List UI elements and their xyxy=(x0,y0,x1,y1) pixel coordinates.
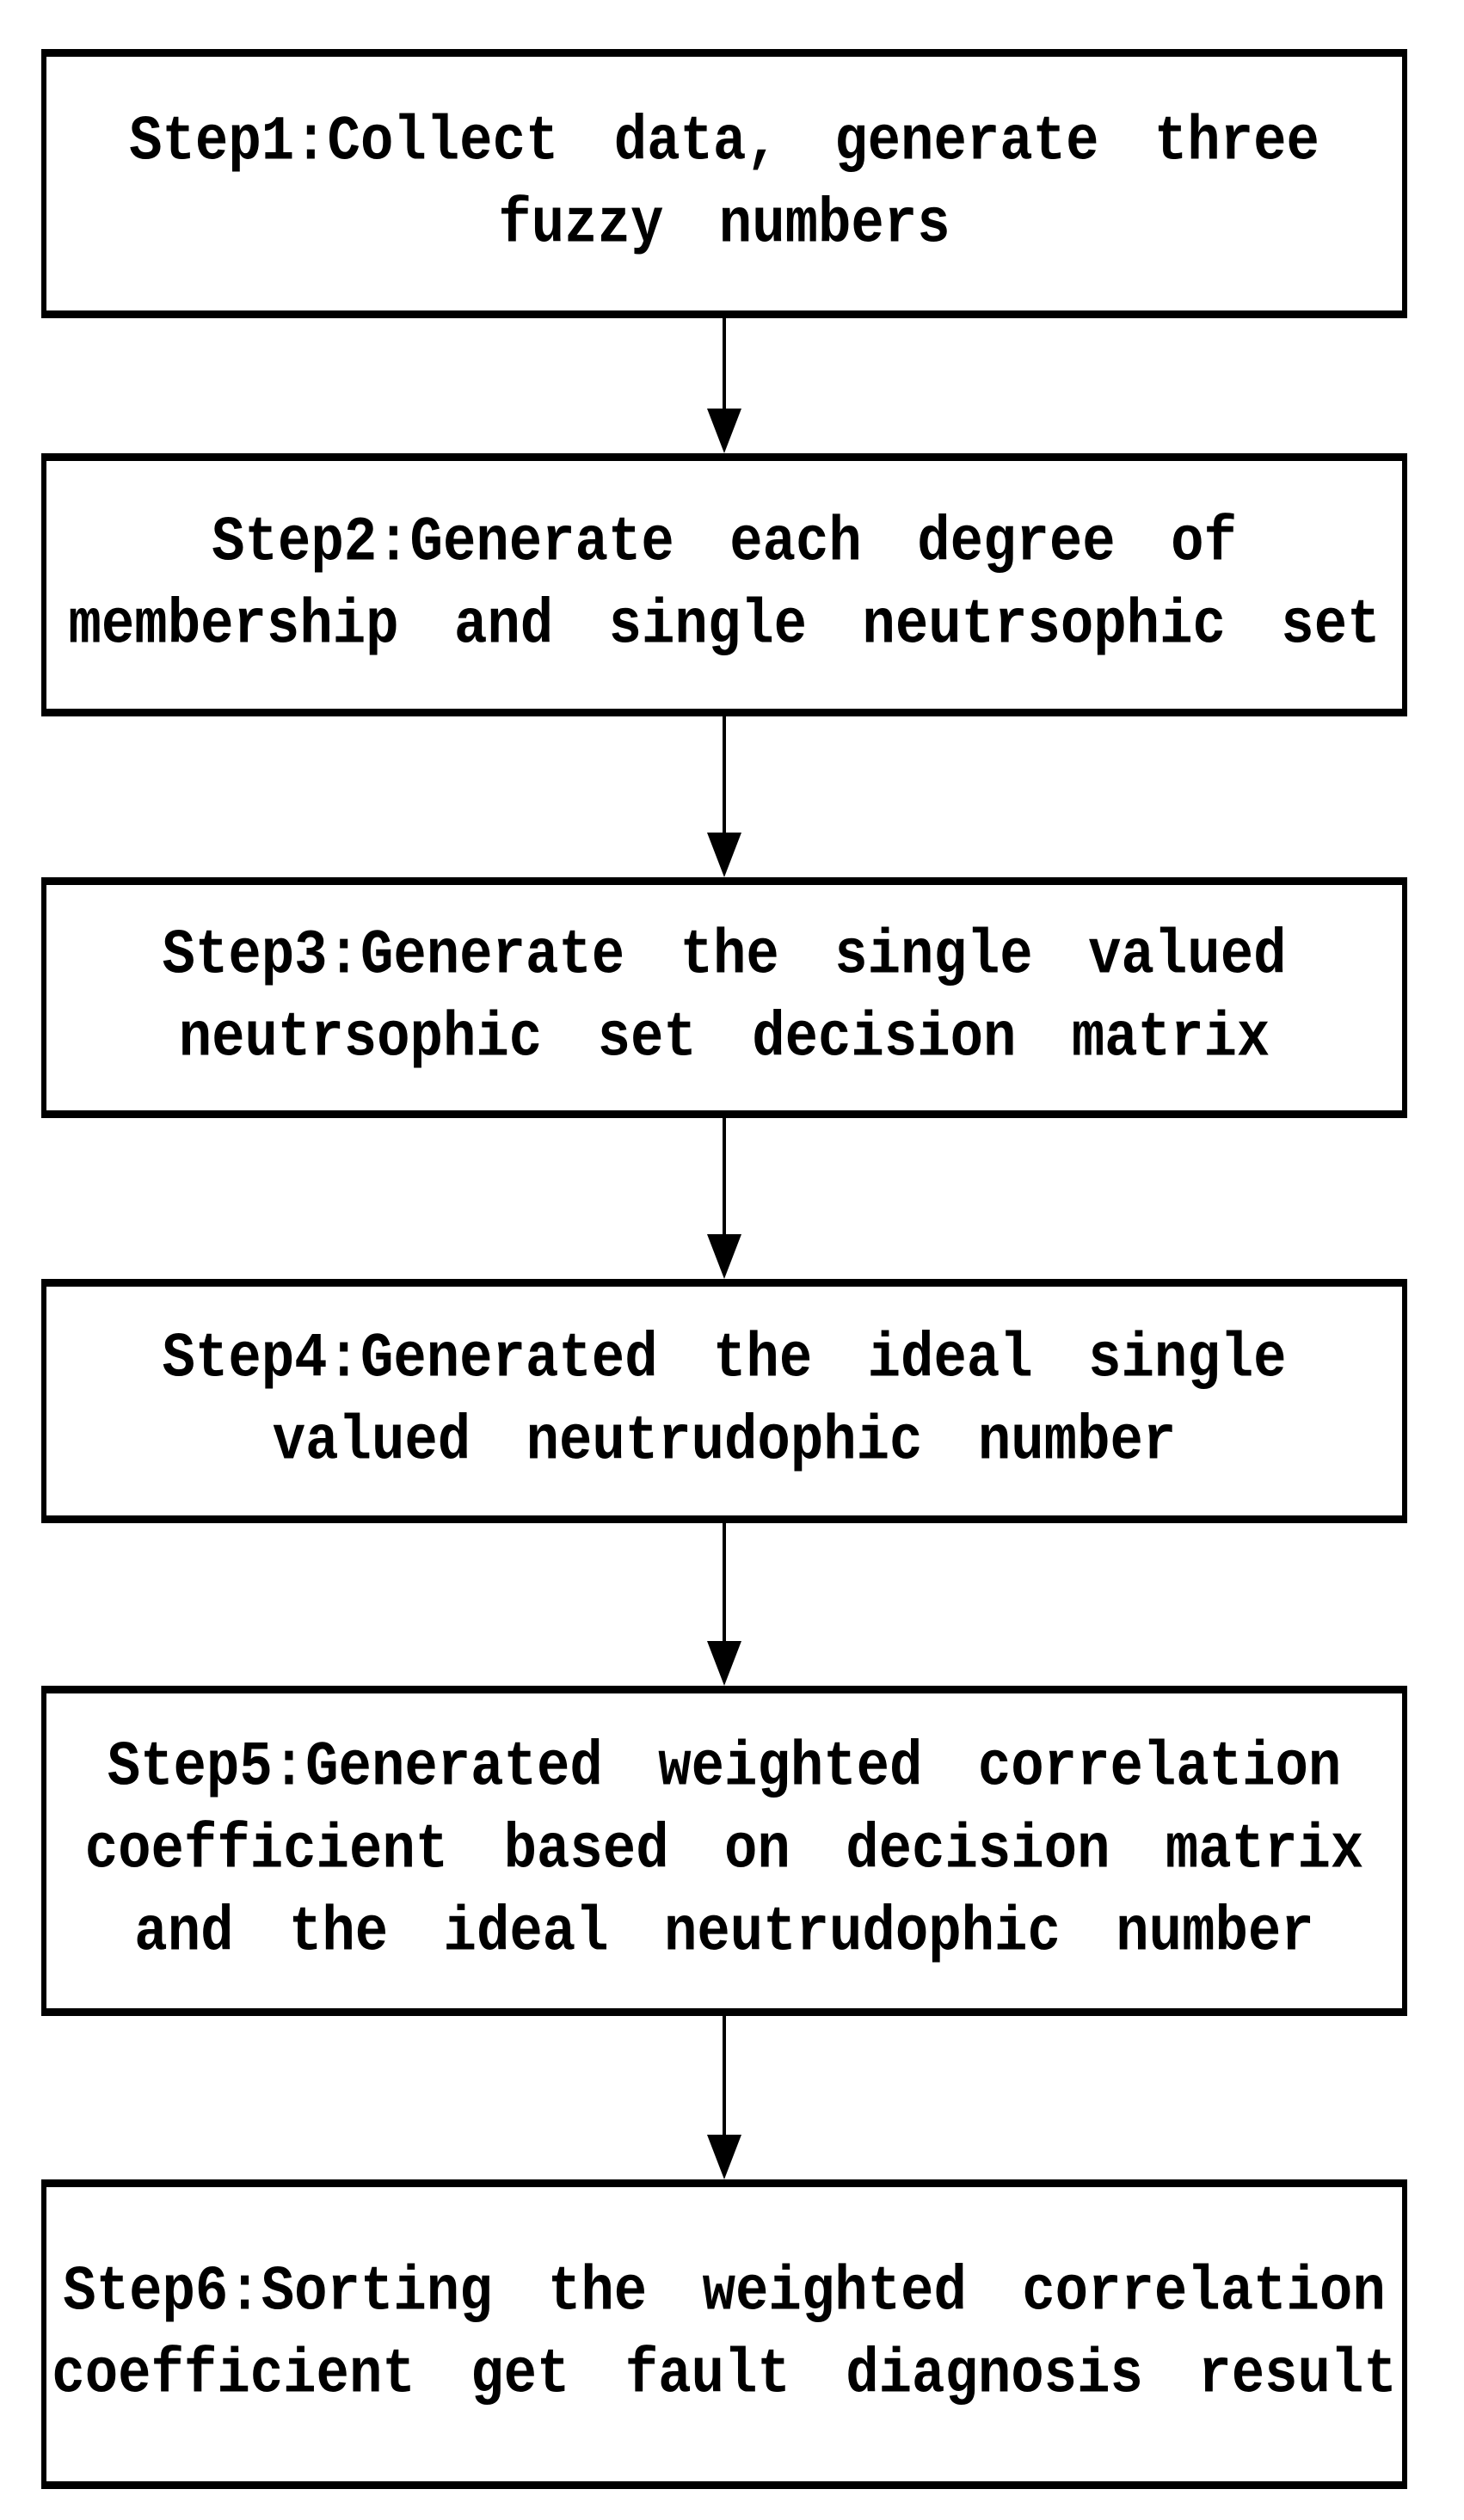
flow-step-2: Step2:Generate each degree of membership… xyxy=(41,453,1407,716)
step3-line-1: Step3:Generate the single valued xyxy=(162,920,1287,993)
flow-arrow-5 xyxy=(707,2016,741,2179)
step6-line-1: Step6:Sorting the weighted correlation xyxy=(63,2257,1386,2329)
arrow-shaft xyxy=(723,2016,726,2136)
step3-line-2: neutrsophic set decision matrix xyxy=(178,1003,1270,1075)
step4-line-1: Step4:Generated the ideal single xyxy=(162,1324,1287,1396)
step1-line-1: Step1:Collect data, generate three xyxy=(129,107,1319,178)
flow-step-1: Step1:Collect data, generate three fuzzy… xyxy=(41,49,1407,318)
flow-step-5: Step5:Generated weighted correlation coe… xyxy=(41,1686,1407,2016)
flow-arrow-4 xyxy=(707,1523,741,1686)
arrow-shaft xyxy=(723,1523,726,1643)
flow-step-4: Step4:Generated the ideal single valued … xyxy=(41,1279,1407,1523)
step5-line-3: and the ideal neutrudophic number xyxy=(134,1897,1314,1970)
arrow-down-icon xyxy=(707,409,741,453)
arrow-shaft xyxy=(723,318,726,410)
arrow-down-icon xyxy=(707,2135,741,2179)
step6-line-2: coefficient get fault diagnosis result xyxy=(52,2339,1397,2412)
step2-line-1: Step2:Generate each degree of xyxy=(212,507,1237,580)
step5-line-1: Step5:Generated weighted correlation xyxy=(107,1732,1342,1804)
flow-arrow-2 xyxy=(707,716,741,877)
arrow-down-icon xyxy=(707,1641,741,1686)
step2-line-2: membership and single neutrsophic set xyxy=(68,590,1381,662)
flow-step-3: Step3:Generate the single valued neutrso… xyxy=(41,877,1407,1118)
step5-line-2: coefficient based on decision matrix xyxy=(84,1815,1364,1887)
flow-arrow-3 xyxy=(707,1118,741,1279)
arrow-shaft xyxy=(723,1118,726,1236)
step1-line-2: fuzzy numbers xyxy=(498,189,950,261)
flow-arrow-1 xyxy=(707,318,741,453)
arrow-down-icon xyxy=(707,833,741,877)
arrow-down-icon xyxy=(707,1234,741,1279)
step4-line-2: valued neutrudophic number xyxy=(272,1406,1177,1478)
arrow-shaft xyxy=(723,716,726,834)
flow-step-6: Step6:Sorting the weighted correlation c… xyxy=(41,2179,1407,2489)
